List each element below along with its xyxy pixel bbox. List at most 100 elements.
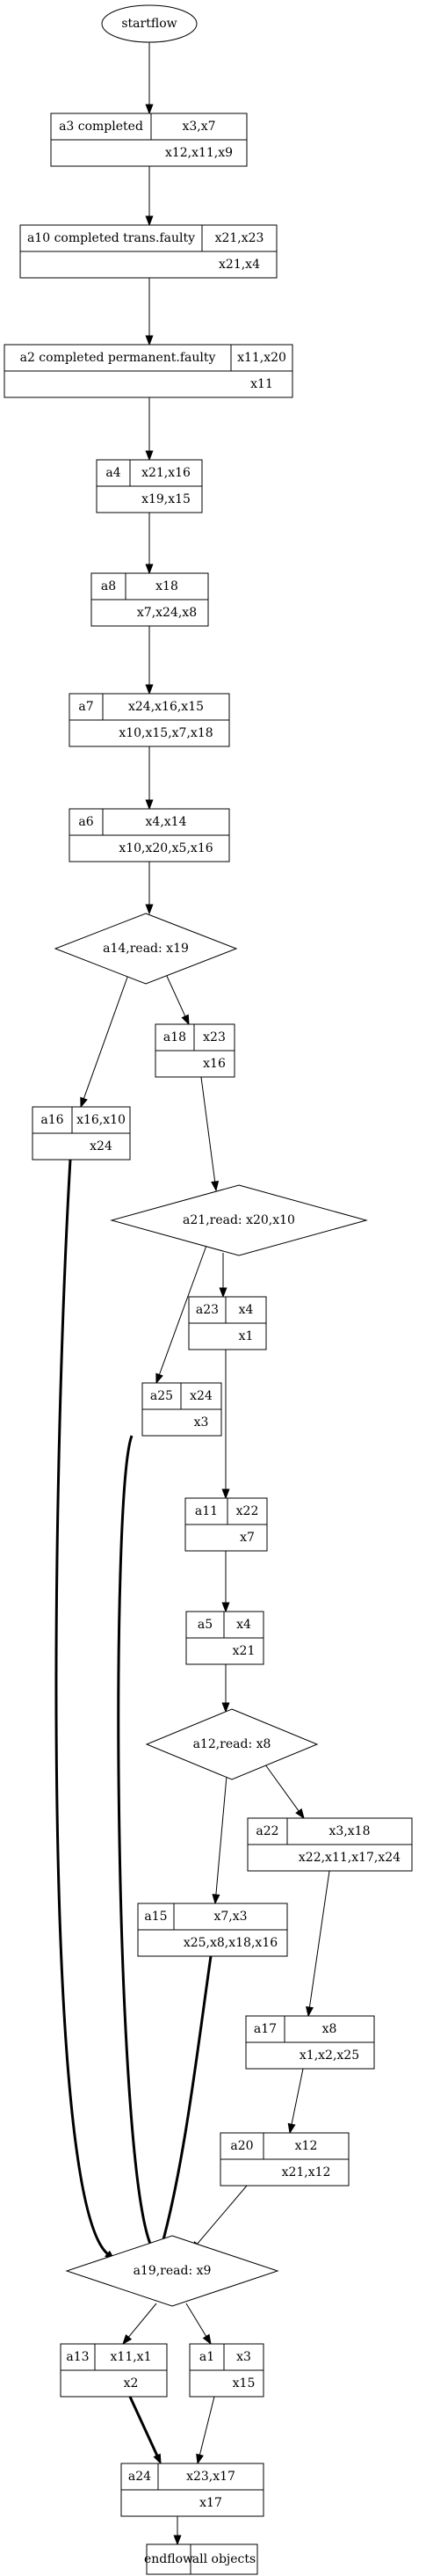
record-top-value: x24 xyxy=(190,1389,213,1403)
arrowhead xyxy=(212,1894,220,1905)
record-top-value: x4,x14 xyxy=(146,815,187,829)
start-ellipse xyxy=(101,4,198,43)
arrowhead xyxy=(145,450,154,462)
record-top-value: x11,x20 xyxy=(237,351,286,365)
decision-diamond xyxy=(110,1184,368,1256)
record-bottom-value: x7 xyxy=(240,1531,255,1545)
decision-diamond xyxy=(54,913,238,985)
record-name: a16 xyxy=(40,1113,63,1127)
record-objects: all objects xyxy=(192,2552,256,2566)
edge-line xyxy=(197,2185,248,2245)
record-bottom-value: x22,x11,x17,x24 xyxy=(299,1851,401,1865)
edge-a21-to-a23 xyxy=(219,1253,227,1299)
edge-a19-to-a13 xyxy=(122,2303,157,2346)
record-bottom-value: x24 xyxy=(90,1139,112,1153)
record-top-value: x22 xyxy=(236,1504,259,1518)
arrowhead xyxy=(219,1287,227,1299)
arrowhead xyxy=(181,1014,190,1026)
edge-a13-to-a24 xyxy=(128,2396,162,2465)
node-a21: a21,read: x20,x10 xyxy=(110,1184,368,1256)
node-a14: a14,read: x19 xyxy=(54,913,238,985)
record-name: a25 xyxy=(150,1389,173,1403)
record-bottom-value: x16 xyxy=(203,1057,226,1071)
edge-a14-to-a16 xyxy=(80,971,130,1109)
arrowhead xyxy=(287,2122,296,2135)
arrowhead xyxy=(196,2453,204,2465)
arrowhead xyxy=(173,2535,182,2546)
edge-a25-to-a19 xyxy=(117,1435,155,2254)
decision-label: a21,read: x20,x10 xyxy=(183,1213,295,1227)
record-bottom-value: x21 xyxy=(233,1644,256,1658)
arrowhead xyxy=(80,1096,88,1109)
arrowhead xyxy=(145,904,154,915)
edge-line xyxy=(215,1775,227,1896)
node-label: startflow xyxy=(121,17,177,31)
edge-line xyxy=(161,1955,213,2245)
record-bottom-value: x25,x8,x18,x16 xyxy=(184,1936,278,1950)
edge-line xyxy=(185,2303,207,2337)
record-name: a13 xyxy=(66,2350,89,2364)
edge-line xyxy=(127,2303,157,2338)
node-a12: a12,read: x8 xyxy=(145,1708,319,1780)
record-name: a23 xyxy=(196,1303,219,1317)
edge-a4-to-a8 xyxy=(145,513,154,575)
record-top-value: x3,x18 xyxy=(329,1824,371,1838)
record-top-value: x18 xyxy=(155,579,178,593)
node-a18: a18 x23 x16 xyxy=(155,1023,235,1078)
edge-a23-to-a11 xyxy=(221,1350,230,1500)
arrowhead xyxy=(221,1602,230,1613)
record-name: a20 xyxy=(230,2139,253,2153)
arrowhead xyxy=(153,2453,162,2465)
arrowhead xyxy=(295,1808,305,1820)
decision-label: a12,read: x8 xyxy=(193,1737,271,1751)
record-top-value: x23 xyxy=(203,1030,226,1044)
edge-line xyxy=(158,1242,208,1375)
edge-a19-to-a1 xyxy=(185,2303,212,2346)
edge-line xyxy=(308,1870,330,2008)
decision-label: a19,read: x9 xyxy=(134,2264,212,2278)
edge-a5-to-a12 xyxy=(221,1664,230,1714)
record-top-value: x11,x1 xyxy=(111,2350,152,2364)
edge-a20-to-a19 xyxy=(191,2185,248,2252)
edge-a18-to-a21 xyxy=(200,1076,220,1192)
record-top-value: x4 xyxy=(239,1303,254,1317)
arrowhead xyxy=(145,684,154,695)
edge-line xyxy=(199,2396,215,2456)
edge-a7-to-a6 xyxy=(145,746,154,811)
record-bottom-value: x1 xyxy=(239,1329,254,1343)
record-bottom-value: x21,x4 xyxy=(219,258,260,272)
record-name: a2 completed permanent.faulty xyxy=(20,351,216,365)
edge-a2-to-a4 xyxy=(145,397,154,462)
record-bottom-value: x10,x20,x5,x16 xyxy=(119,841,213,855)
record-name: a24 xyxy=(128,2470,151,2484)
record-bottom-value: x3 xyxy=(194,1415,209,1430)
record-name: a5 xyxy=(198,1618,213,1632)
node-a23: a23 x4 x1 xyxy=(188,1296,267,1350)
edge-line xyxy=(83,971,130,1099)
record-top-value: x24,x16,x15 xyxy=(128,700,204,714)
edge-a3-to-a10 xyxy=(145,166,154,227)
record-bottom-value: x15 xyxy=(233,2376,256,2390)
record-name: a22 xyxy=(256,1824,278,1838)
record-name: a18 xyxy=(163,1030,186,1044)
record-bottom-value: x17 xyxy=(199,2496,222,2510)
arrowhead xyxy=(211,1180,220,1192)
edge-line xyxy=(117,1435,152,2245)
record-bottom-value: x7,x24,x8 xyxy=(137,606,197,620)
arrowhead xyxy=(221,1488,230,1500)
edge-a16-to-a19 xyxy=(54,1159,116,2260)
edges-layer xyxy=(54,42,330,2546)
decision-diamond xyxy=(145,1708,319,1780)
record-name: a6 xyxy=(78,815,93,829)
record-top-value: x8 xyxy=(322,2022,337,2036)
